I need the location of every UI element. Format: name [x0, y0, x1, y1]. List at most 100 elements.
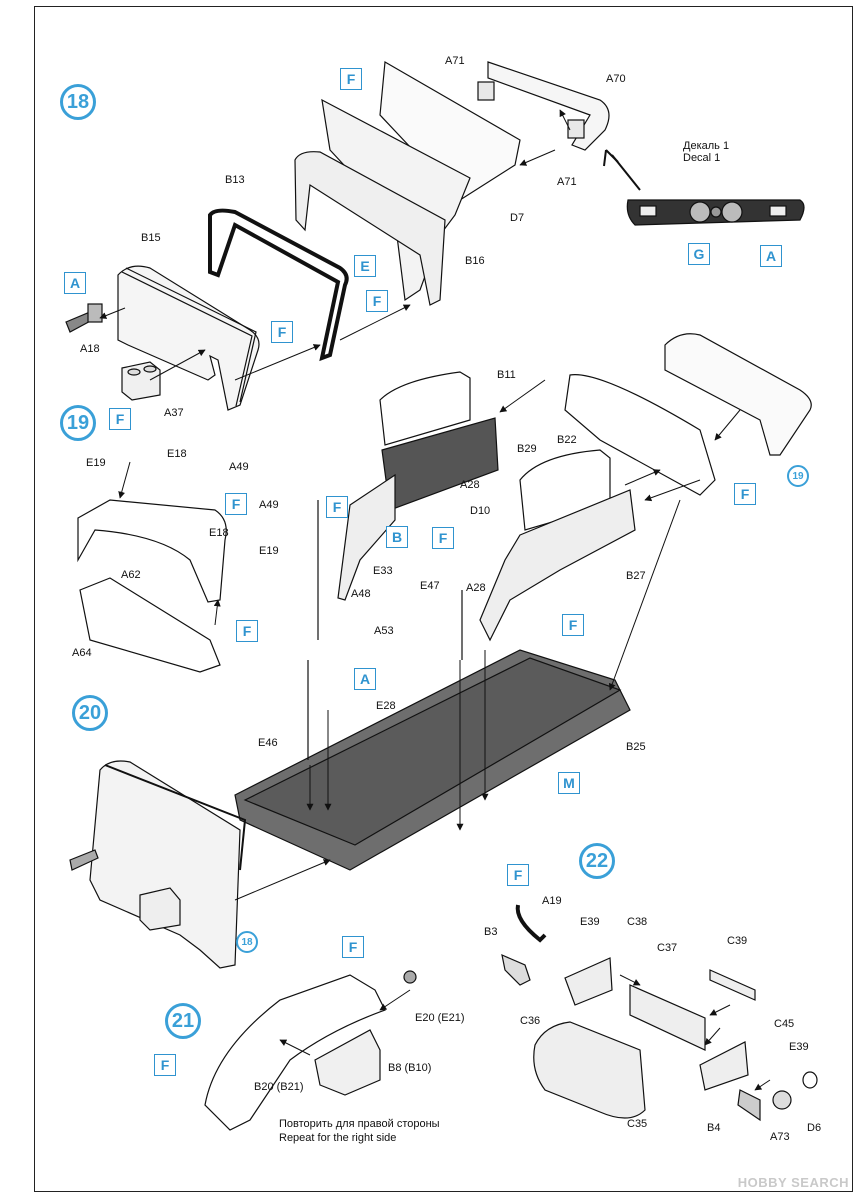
mirror-a73 — [772, 1090, 792, 1110]
part-label: C38 — [627, 916, 648, 928]
color-code-f: F — [342, 936, 364, 958]
fender-b-side — [337, 473, 396, 601]
decal-label-en: Decal 1 — [683, 152, 721, 164]
part-label: C35 — [627, 1118, 648, 1130]
color-code-e: E — [354, 255, 376, 277]
part-label: E20 (E21) — [415, 1012, 465, 1024]
part-label: E19 — [86, 457, 106, 469]
part-label: D10 — [470, 505, 491, 517]
part-label: A49 — [229, 461, 249, 473]
step-20-badge: 20 — [72, 695, 108, 731]
part-label: B25 — [626, 741, 646, 753]
part-label: A71 — [557, 176, 577, 188]
part-label: E18 — [167, 448, 187, 460]
plate-c37 — [629, 984, 706, 1051]
part-label: A18 — [80, 343, 100, 355]
part-label: A71 — [445, 55, 465, 67]
color-code-f: F — [562, 614, 584, 636]
part-label: A19 — [542, 895, 562, 907]
cab-assembly-18 — [89, 760, 241, 969]
part-label: B29 — [517, 443, 537, 455]
part-label: B20 (B21) — [254, 1081, 304, 1093]
part-label: E33 — [373, 565, 393, 577]
fender-a62 — [77, 499, 227, 603]
color-code-f: F — [154, 1054, 176, 1076]
part-label: A53 — [374, 625, 394, 637]
watermark: HOBBY SEARCH — [737, 1175, 849, 1190]
part-label: B22 — [557, 434, 577, 446]
color-code-g: G — [688, 243, 710, 265]
part-label: A48 — [351, 588, 371, 600]
part-label: B16 — [465, 255, 485, 267]
tank-c35 — [533, 1021, 646, 1119]
color-code-a: A — [354, 668, 376, 690]
color-code-m: M — [558, 772, 580, 794]
part-label: C36 — [520, 1015, 541, 1027]
side-b22 — [564, 374, 716, 496]
step-21-badge: 21 — [165, 1003, 201, 1039]
part-label: E39 — [789, 1041, 809, 1053]
color-code-b: B — [386, 526, 408, 548]
part-label: A28 — [460, 479, 480, 491]
part-label: A62 — [121, 569, 141, 581]
part-label: B3 — [484, 926, 498, 938]
part-label: E46 — [258, 737, 278, 749]
color-code-f: F — [340, 68, 362, 90]
part-label: A73 — [770, 1131, 790, 1143]
bar-c39 — [709, 969, 756, 1001]
bracket-a64 — [79, 577, 221, 673]
step-18-ref: 18 — [236, 931, 258, 953]
part-label: A37 — [164, 407, 184, 419]
part-label: E28 — [376, 700, 396, 712]
tail-box — [664, 333, 812, 456]
color-code-f: F — [326, 496, 348, 518]
color-code-f: F — [507, 864, 529, 886]
bracket-b3 — [501, 953, 531, 986]
part-label: A64 — [72, 647, 92, 659]
part-label: E39 — [580, 916, 600, 928]
part-label: B27 — [626, 570, 646, 582]
clip-a71-top — [477, 81, 495, 101]
part-label: C45 — [774, 1018, 795, 1030]
cap-d6 — [802, 1071, 818, 1089]
clip-a71-bot — [567, 119, 585, 139]
color-code-a: A — [64, 272, 86, 294]
roof-frame-b13 — [208, 208, 349, 362]
color-code-a: A — [760, 245, 782, 267]
instruction-frame — [34, 6, 853, 1192]
color-code-f: F — [236, 620, 258, 642]
part-label: E18 — [209, 527, 229, 539]
part-label: B15 — [141, 232, 161, 244]
part-label: C37 — [657, 942, 678, 954]
cab-front-b15 — [117, 265, 260, 411]
bracket-c38 — [564, 957, 613, 1006]
part-label: B13 — [225, 174, 245, 186]
part-label: B4 — [707, 1122, 721, 1134]
part-label: B11 — [497, 369, 516, 381]
color-code-f: F — [271, 321, 293, 343]
color-code-f: F — [109, 408, 131, 430]
cab-shell-b16 — [294, 151, 446, 306]
step-19-badge: 19 — [60, 405, 96, 441]
windshield-glass-d7 — [379, 61, 521, 201]
hose-a19 — [515, 904, 547, 943]
step-22-badge: 22 — [579, 843, 615, 879]
part-label: B8 (B10) — [388, 1062, 432, 1074]
color-code-f: F — [366, 290, 388, 312]
repeat-note-en: Repeat for the right side — [279, 1132, 397, 1144]
bracket-c45 — [699, 1041, 749, 1091]
front-fender-b20 — [204, 974, 386, 1131]
part-label: D6 — [807, 1122, 822, 1134]
part-label: C39 — [727, 935, 748, 947]
part-label: A49 — [259, 499, 279, 511]
decal-label-ru: Декаль 1 — [683, 140, 730, 152]
side-rail-b11 — [379, 371, 471, 446]
lamp-e20 — [403, 970, 417, 984]
step-19-ref: 19 — [787, 465, 809, 487]
color-code-f: F — [432, 527, 454, 549]
part-label: A70 — [606, 73, 626, 85]
color-code-f: F — [225, 493, 247, 515]
part-label: E19 — [259, 545, 279, 557]
step-b4 — [737, 1089, 761, 1122]
